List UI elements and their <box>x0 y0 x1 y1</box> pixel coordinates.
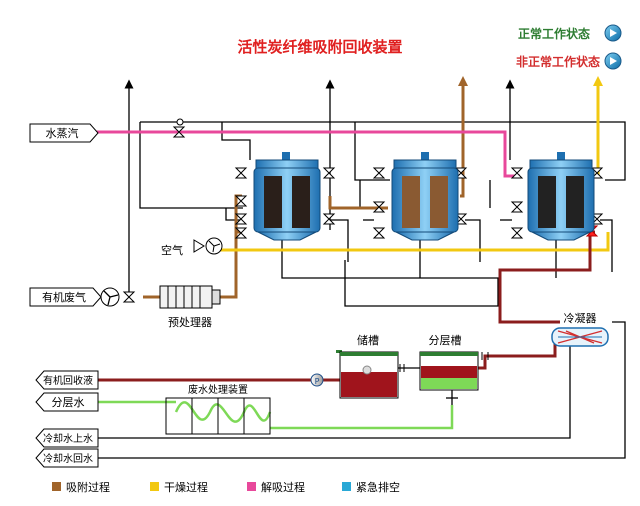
legend-swatch-adsorption <box>52 482 61 491</box>
cooling-water-out-label: 冷却水回水 <box>43 452 93 465</box>
legend-swatch-emergency <box>342 482 351 491</box>
legend-swatch-drying <box>150 482 159 491</box>
page-title: 活性炭纤维吸附回收装置 <box>237 38 402 56</box>
valves <box>122 126 604 303</box>
legend-swatch-desorption <box>247 482 256 491</box>
legend-label-desorption: 解吸过程 <box>261 480 305 494</box>
separator-tank: 分层槽 <box>419 334 479 391</box>
connector-marks <box>399 352 489 372</box>
valve-actuator-icon <box>176 118 184 126</box>
arrow-up-brown <box>458 76 468 86</box>
wastewater-unit: 废水处理装置 <box>165 383 271 435</box>
pretreatment-unit: 预处理器 <box>159 285 221 329</box>
water-pipes <box>95 400 454 430</box>
steam-inlet-label: 水蒸汽 <box>46 126 79 140</box>
adsorber-vessel-1 <box>253 152 321 241</box>
storage-tank: 储槽 <box>336 333 399 399</box>
cooling-water-out-tag <box>35 448 99 468</box>
desorption-pipes <box>95 130 520 178</box>
pump: P <box>310 373 324 387</box>
organic-recovery-outlet-tag <box>35 370 99 390</box>
organic-gas-inlet-tag <box>29 287 102 307</box>
organic-gas-inlet-label: 有机废气 <box>42 290 86 304</box>
legend-label-adsorption: 吸附过程 <box>66 480 110 494</box>
storage-tank-label: 储槽 <box>357 333 379 347</box>
wastewater-unit-label: 废水处理装置 <box>188 383 248 396</box>
condenser-label: 冷凝器 <box>564 311 597 325</box>
adsorber-vessel-3 <box>527 152 595 241</box>
cooling-water-in-label: 冷却水上水 <box>43 432 93 445</box>
fan-icon <box>100 287 120 307</box>
play-icon <box>610 29 617 37</box>
play-icon <box>610 57 617 65</box>
layer-water-outlet-label: 分层水 <box>52 396 85 409</box>
status-abnormal-label: 非正常工作状态 <box>516 54 600 69</box>
status-normal-label: 正常工作状态 <box>518 26 590 41</box>
separator-tank-label: 分层槽 <box>429 334 462 347</box>
pretreatment-label: 预处理器 <box>168 316 212 329</box>
cooling-water-in-tag <box>35 428 99 448</box>
legend-label-emergency: 紧急排空 <box>356 480 400 494</box>
legend: 吸附过程 干燥过程 解吸过程 紧急排空 <box>52 480 400 494</box>
legend-label-drying: 干燥过程 <box>164 481 208 494</box>
adsorber-vessel-2 <box>391 152 459 241</box>
arrow-up-yellow <box>593 76 603 86</box>
steam-inlet-tag <box>29 123 99 143</box>
condenser: 冷凝器 <box>551 311 609 347</box>
air-blower: 空气 <box>161 237 223 257</box>
layer-water-outlet-tag <box>35 392 99 412</box>
air-label: 空气 <box>161 243 183 257</box>
organic-recovery-outlet-label: 有机回收液 <box>43 374 93 387</box>
pump-label: P <box>315 377 320 386</box>
